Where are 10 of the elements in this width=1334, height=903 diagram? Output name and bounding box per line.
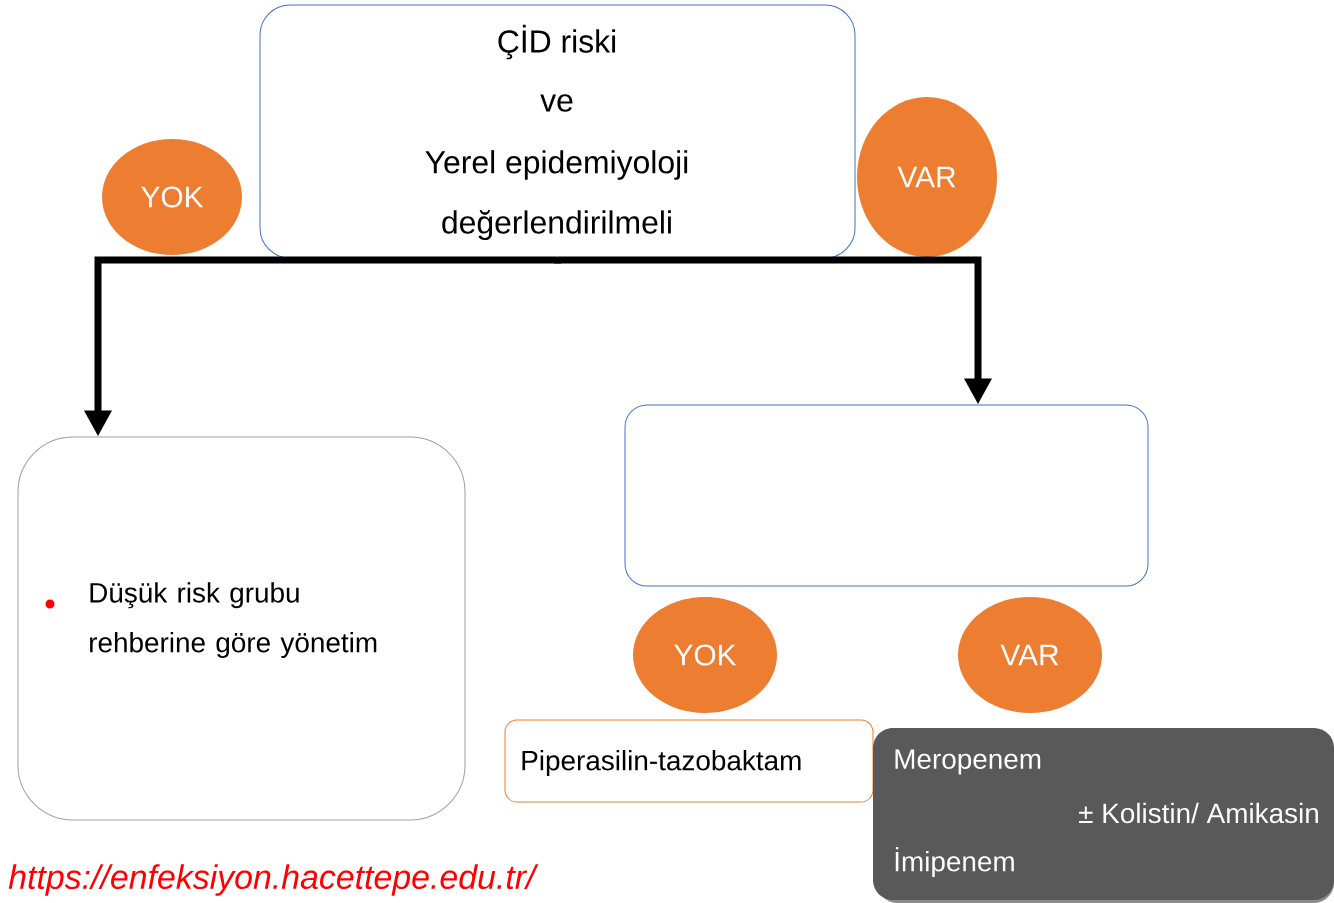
process-box: ÇİD riski ve Yerel epidemiyoloji değerlendirilmeli xyxy=(259,4,856,259)
answer-oval: YOK xyxy=(102,139,242,255)
process-box: Düşük risk grubu rehberine göre yönetim xyxy=(17,436,466,821)
process-box: Piperasilin-tazobaktam xyxy=(504,719,874,803)
empty-box xyxy=(624,404,1149,587)
answer-oval: YOK xyxy=(633,597,777,713)
source-url: https://enfeksiyon.hacettepe.edu.tr/ xyxy=(8,864,539,896)
answer-oval: VAR xyxy=(857,97,997,257)
process-box: Meropenem ± Kolistin/ Amikasin İmipenem xyxy=(873,728,1334,903)
answer-oval: VAR xyxy=(958,597,1102,713)
